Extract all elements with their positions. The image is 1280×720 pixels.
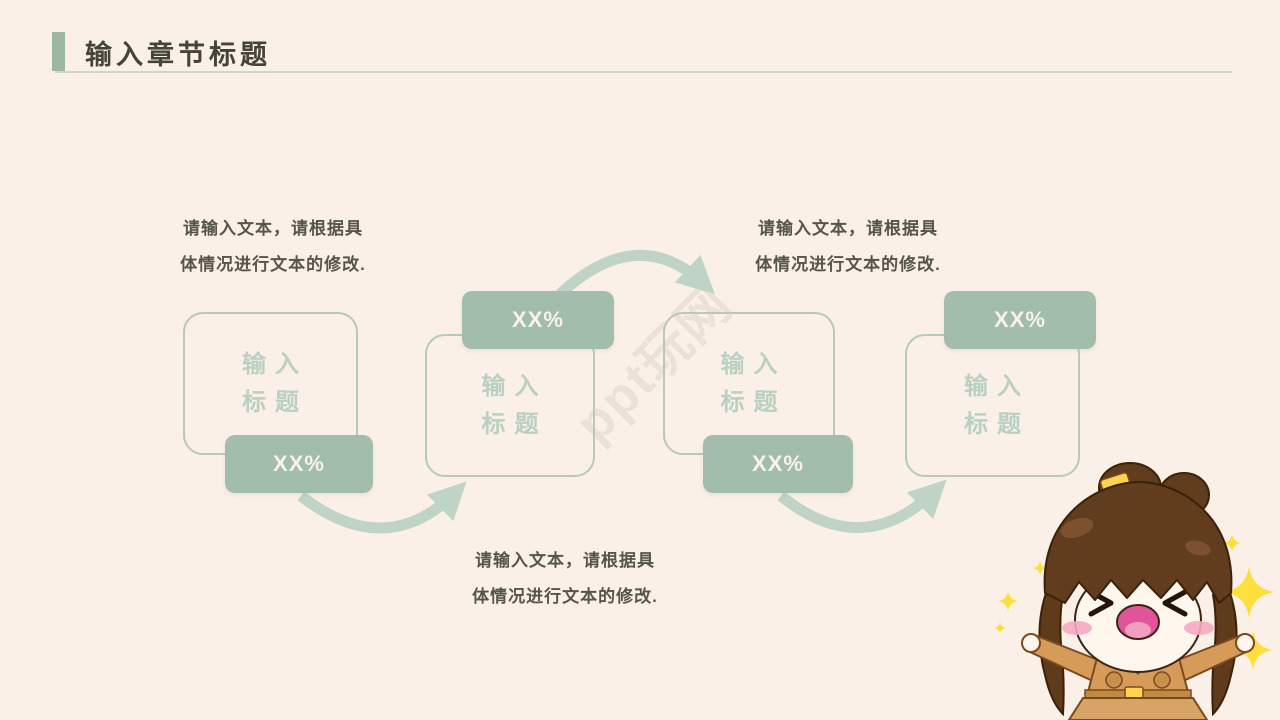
title-divider <box>55 71 1232 73</box>
section-title[interactable]: 输入章节标题 <box>85 40 271 70</box>
step-title-line: 标题 <box>481 410 548 438</box>
caption-line: 请输入文本，请根据具 <box>183 219 363 238</box>
percent-badge-2[interactable]: XX% <box>462 291 614 349</box>
caption-top-right[interactable]: 请输入文本，请根据具 体情况进行文本的修改. <box>733 211 963 283</box>
step-title-line: 输入 <box>964 372 1030 400</box>
sparkle-stars-icon <box>994 521 1275 670</box>
mascot-hair-bun <box>1098 462 1210 518</box>
mascot-arms <box>1021 633 1255 684</box>
caption-line: 体情况进行文本的修改. <box>180 255 366 274</box>
percent-badge-4[interactable]: XX% <box>944 291 1096 349</box>
mascot-eyes <box>1088 589 1188 617</box>
mascot-mouth <box>1116 604 1160 640</box>
step-box-3[interactable]: 输入 标题 <box>663 312 835 455</box>
step-title-line: 标题 <box>720 388 787 416</box>
mascot-body <box>1067 657 1209 720</box>
arc-arrow-top <box>556 249 715 299</box>
step-title-line: 标题 <box>242 388 308 416</box>
step-box-1[interactable]: 输入 标题 <box>183 312 358 455</box>
title-accent-bar <box>52 32 65 71</box>
step-title-line: 输入 <box>481 372 548 400</box>
percent-badge-1[interactable]: XX% <box>225 435 373 493</box>
step-title-line: 输入 <box>720 350 787 378</box>
step-box-2[interactable]: 输入 标题 <box>425 334 595 477</box>
step-title-line: 标题 <box>964 410 1030 438</box>
caption-line: 请输入文本，请根据具 <box>475 551 655 570</box>
mascot-hair-strands <box>1038 588 1238 717</box>
caption-line: 体情况进行文本的修改. <box>755 255 941 274</box>
step-box-4[interactable]: 输入 标题 <box>905 334 1080 477</box>
caption-line: 请输入文本，请根据具 <box>758 219 938 238</box>
mascot-bangs <box>1043 481 1233 604</box>
arc-arrow-bottom-right <box>777 479 947 533</box>
arc-arrow-bottom-left <box>297 481 467 534</box>
mascot-face <box>1074 567 1202 673</box>
step-title-line: 输入 <box>242 350 308 378</box>
caption-line: 体情况进行文本的修改. <box>472 587 658 606</box>
percent-badge-3[interactable]: XX% <box>703 435 853 493</box>
caption-top-left[interactable]: 请输入文本，请根据具 体情况进行文本的修改. <box>158 211 388 283</box>
caption-bottom-center[interactable]: 请输入文本，请根据具 体情况进行文本的修改. <box>450 543 680 615</box>
